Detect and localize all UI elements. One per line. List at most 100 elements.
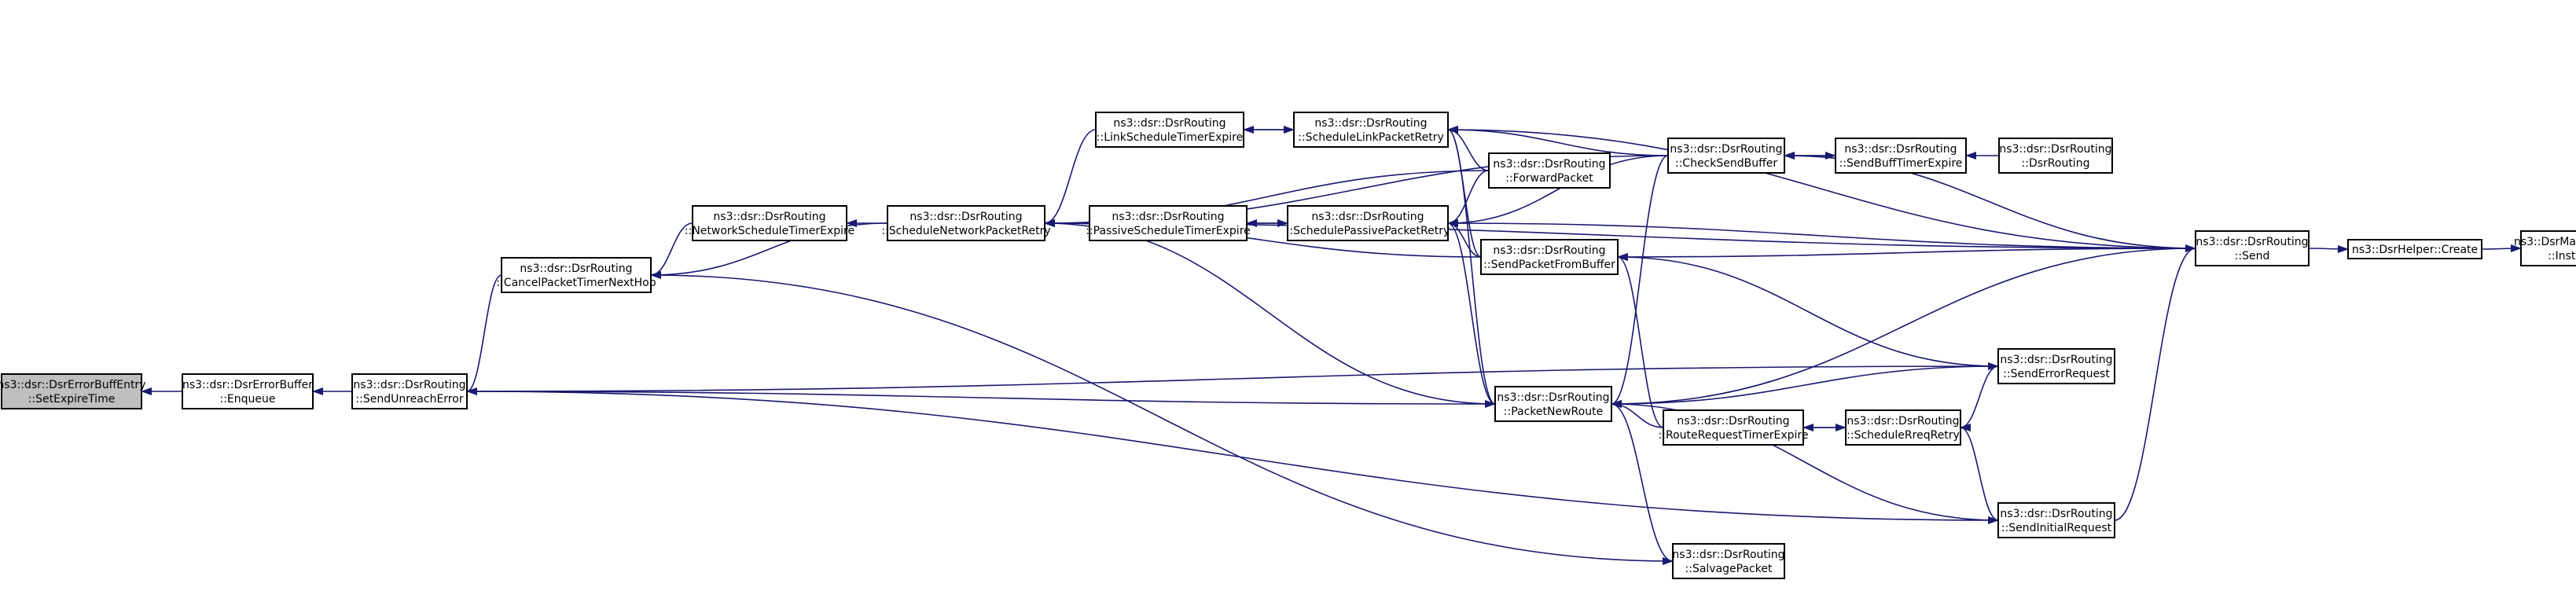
node-box (1, 373, 142, 409)
node-box (887, 205, 1045, 241)
node-schedpassive[interactable]: ns3::dsr::DsrRouting::SchedulePassivePac… (1286, 205, 1450, 241)
node-passivesched[interactable]: ns3::dsr::DsrRouting::PassiveScheduleTim… (1086, 205, 1251, 241)
node-label: ::LinkScheduleTimerExpire (1097, 131, 1243, 144)
node-label: ns3::dsr::DsrErrorBuffer (182, 379, 313, 391)
node-send[interactable]: ns3::dsr::DsrRouting::Send (2195, 230, 2310, 266)
edge-forward-to-schedpassive (1447, 170, 1490, 227)
node-box (692, 205, 847, 241)
node-label: ::PassiveScheduleTimerExpire (1086, 225, 1251, 237)
node-label: ::SendBuffTimerExpire (1839, 157, 1963, 170)
node-schedlink[interactable]: ns3::dsr::DsrRouting::ScheduleLinkPacket… (1293, 112, 1449, 148)
node-box (1997, 348, 2115, 384)
node-checksend[interactable]: ns3::dsr::DsrRouting::CheckSendBuffer (1667, 138, 1785, 174)
edge-senderror-to-schedrreq (1960, 365, 1999, 431)
node-label: ns3::dsr::DsrRouting (1311, 211, 1424, 223)
edge-senderror-to-packetnew (1611, 365, 1999, 408)
node-label: ns3::DsrHelper::Create (2352, 244, 2478, 256)
node-sendinitial[interactable]: ns3::dsr::DsrRouting::SendInitialRequest (1997, 502, 2115, 538)
edge-send-to-sendfrombuf (1617, 248, 2196, 261)
node-label: ns3::dsr::DsrRouting (1999, 143, 2111, 156)
node-label: ::DsrRouting (2022, 157, 2090, 170)
node-label: ns3::dsr::DsrRouting (1314, 117, 1427, 130)
node-box (1494, 386, 1612, 422)
node-label: ns3::dsr::DsrRouting (2000, 508, 2112, 520)
node-label: ns3::dsr::DsrRouting (520, 262, 632, 275)
node-label: ns3::dsr::DsrRouting (1112, 211, 1224, 223)
node-schedrreq[interactable]: ns3::dsr::DsrRouting::ScheduleRreqRetry (1845, 409, 1961, 446)
node-label: ns3::dsr::DsrRouting (1844, 143, 1957, 156)
edge-packetnew-to-schednet (1044, 219, 1496, 405)
node-sendfrombuf[interactable]: ns3::dsr::DsrRouting::SendPacketFromBuff… (1480, 239, 1619, 275)
node-install[interactable]: ns3::DsrMainHelper::Install (2514, 230, 2576, 266)
edge-salvage-to-packetnew (1611, 400, 1674, 562)
node-box (1488, 152, 1611, 189)
edge-cancelpacket-to-salvage (650, 274, 1674, 565)
node-label: ns3::dsr::DsrRouting (2000, 354, 2112, 366)
edge-routereq-to-packetnew (1611, 400, 1664, 428)
node-packetnew[interactable]: ns3::dsr::DsrRouting::PacketNewRoute (1494, 386, 1612, 422)
node-label: ns3::dsr::DsrRouting (1672, 549, 1784, 561)
node-dsrrouting[interactable]: ns3::dsr::DsrRouting::DsrRouting (1998, 138, 2113, 174)
node-cancelpacket[interactable]: ns3::dsr::DsrRouting::CancelPacketTimerN… (496, 257, 656, 293)
node-enqueue[interactable]: ns3::dsr::DsrErrorBuffer::Enqueue (182, 373, 314, 409)
node-label: ::SendInitialRequest (2001, 522, 2112, 534)
node-label: ::SendErrorRequest (2003, 368, 2110, 380)
edge-send-to-helpercreate (2308, 244, 2349, 253)
edge-linksched-to-schednet (1044, 129, 1097, 227)
node-sendunreach[interactable]: ns3::dsr::DsrRouting::SendUnreachError (351, 373, 468, 409)
node-box (1998, 138, 2113, 174)
node-box (1672, 543, 1785, 579)
node-label: ::ForwardPacket (1505, 172, 1593, 185)
node-salvage[interactable]: ns3::dsr::DsrRouting::SalvagePacket (1672, 543, 1785, 579)
node-label: ::SchedulePassivePacketRetry (1286, 225, 1450, 237)
node-label: ns3::dsr::DsrRouting (2196, 236, 2308, 248)
node-label: ::PacketNewRoute (1504, 406, 1603, 418)
node-label: ::SendUnreachError (355, 393, 463, 406)
node-helpercreate[interactable]: ns3::DsrHelper::Create (2347, 239, 2482, 259)
node-label: ::Enqueue (219, 393, 275, 406)
node-label: ::ScheduleLinkPacketRetry (1298, 131, 1443, 144)
node-label: ::RouteRequestTimerExpire (1659, 429, 1809, 442)
node-label: ns3::dsr::DsrErrorBuffEntry (0, 379, 145, 391)
node-box (1293, 112, 1449, 148)
node-forward[interactable]: ns3::dsr::DsrRouting::ForwardPacket (1488, 152, 1611, 189)
node-label: ns3::dsr::DsrRouting (1493, 158, 1605, 171)
node-routereq[interactable]: ns3::dsr::DsrRouting::RouteRequestTimerE… (1659, 409, 1809, 446)
node-box (1089, 205, 1248, 241)
edge-routereq-to-sendfrombuf (1617, 253, 1664, 428)
edge-sendunreach-to-sendinitial (466, 391, 1999, 524)
edge-helpercreate-to-install (2481, 244, 2522, 253)
node-schednet[interactable]: ns3::dsr::DsrRouting::ScheduleNetworkPac… (881, 205, 1051, 241)
node-label: ::CheckSendBuffer (1675, 157, 1777, 170)
node-label: ::Install (2548, 250, 2576, 262)
edge-layer (141, 126, 2522, 565)
node-label: ns3::dsr::DsrRouting (1497, 391, 1609, 404)
node-box (2195, 230, 2310, 266)
node-box (1835, 138, 1967, 174)
node-box (182, 373, 314, 409)
node-senderror[interactable]: ns3::dsr::DsrRouting::SendErrorRequest (1997, 348, 2115, 384)
node-label: ::ScheduleRreqRetry (1847, 429, 1960, 442)
node-label: ns3::dsr::DsrRouting (1670, 143, 1782, 156)
node-label: ::SalvagePacket (1685, 563, 1773, 575)
edge-sendinitial-to-schedrreq (1960, 424, 1999, 521)
node-label: ::SetExpireTime (28, 393, 116, 406)
node-box (1287, 205, 1449, 241)
edge-packetnew-to-schedpassive (1447, 219, 1496, 405)
node-label: ::SendPacketFromBuffer (1483, 259, 1615, 271)
node-netsched[interactable]: ns3::dsr::DsrRouting::NetworkScheduleTim… (685, 205, 854, 241)
node-linksched[interactable]: ns3::dsr::DsrRouting::LinkScheduleTimerE… (1095, 112, 1244, 148)
edge-forward-to-schedlink (1447, 126, 1490, 171)
node-label: ::NetworkScheduleTimerExpire (685, 225, 854, 237)
node-label: ns3::dsr::DsrRouting (1677, 415, 1789, 428)
node-label: ns3::dsr::DsrRouting (353, 379, 465, 391)
edge-send-to-schedlink (1447, 126, 2196, 249)
node-sendbufftimer[interactable]: ns3::dsr::DsrRouting::SendBuffTimerExpir… (1835, 138, 1967, 174)
node-label: ns3::dsr::DsrRouting (910, 211, 1022, 223)
node-label: ns3::DsrMainHelper (2514, 236, 2576, 248)
node-label: ::Send (2235, 250, 2270, 262)
node-box (1997, 502, 2115, 538)
node-box (351, 373, 468, 409)
edge-send-to-schedpassive (1447, 219, 2196, 249)
